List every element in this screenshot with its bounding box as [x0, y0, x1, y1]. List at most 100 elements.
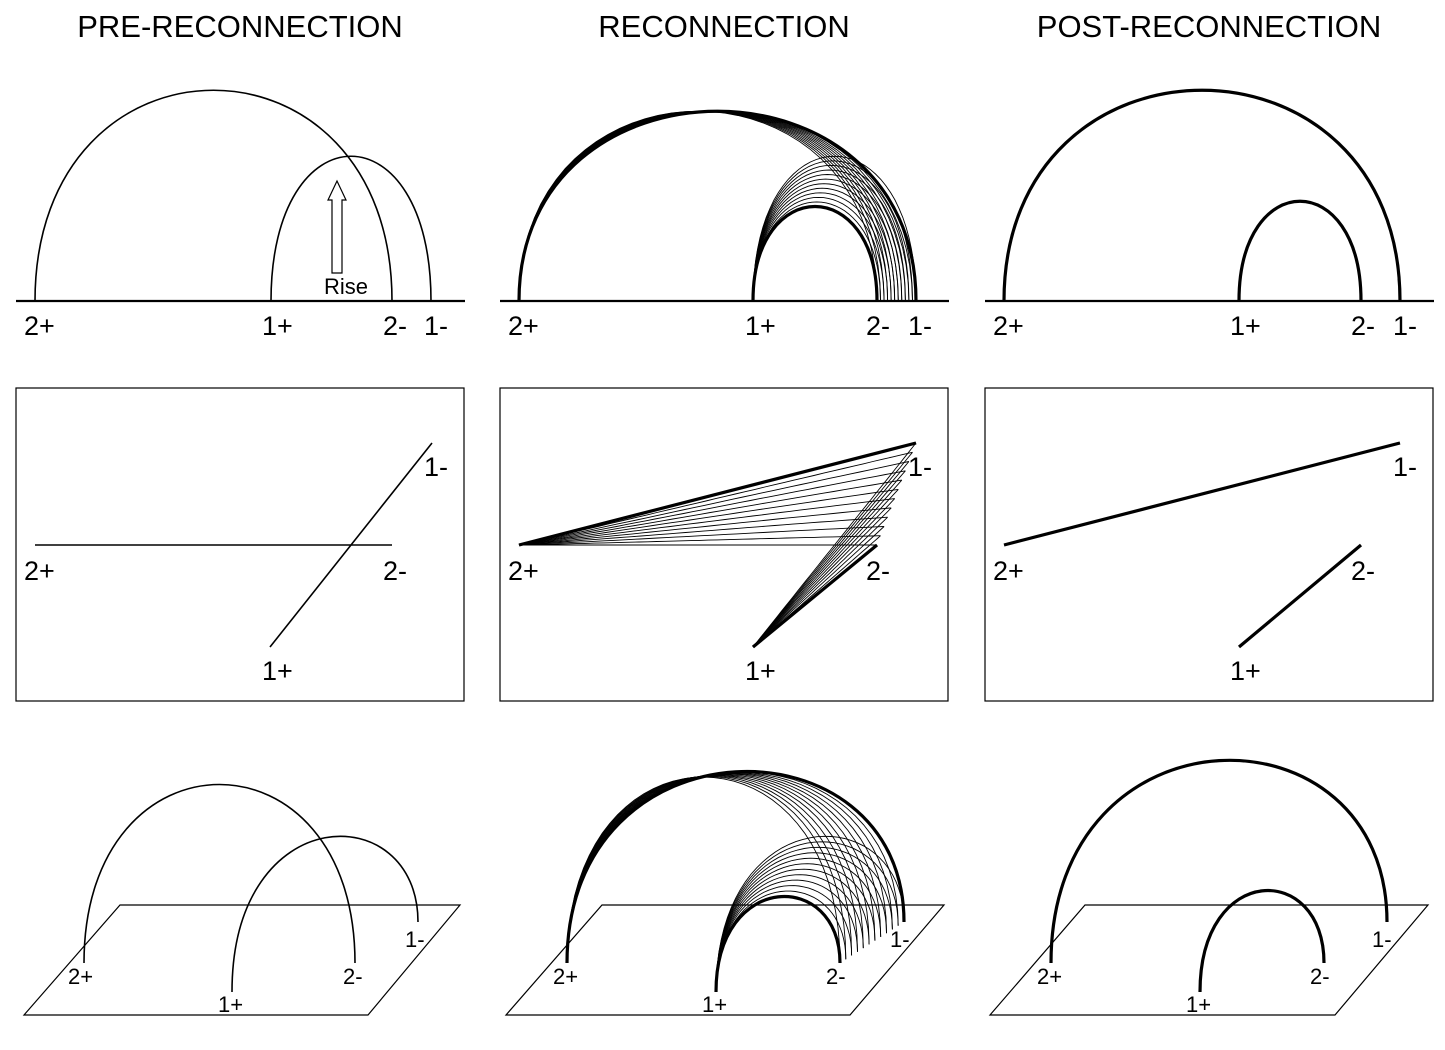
- loop-2plus-1minus: [517, 109, 918, 302]
- field-line: [715, 857, 882, 993]
- field-line: [518, 110, 899, 302]
- field-line: [518, 110, 903, 302]
- field-line: [518, 110, 906, 302]
- field-line: [518, 479, 902, 546]
- footpoint-2minus: 2-: [1310, 964, 1330, 989]
- field-line: [518, 470, 906, 546]
- panel-post-top: 2+ 1+ 2- 1-: [984, 387, 1434, 702]
- footpoint-2plus: 2+: [24, 311, 55, 341]
- panel-frame: [984, 387, 1434, 702]
- field-line: [752, 160, 913, 302]
- footpoint-2minus: 2-: [866, 311, 890, 341]
- panel-pre-side: Rise 2+ 1+ 2- 1-: [16, 89, 465, 341]
- line-1plus-1minus: [269, 442, 433, 648]
- footpoint-1minus: 1-: [908, 311, 932, 341]
- panel-post-perspective: 2+ 1+ 2- 1-: [988, 758, 1430, 1017]
- field-line: [715, 835, 905, 993]
- field-line: [752, 196, 885, 302]
- footpoint-1minus: 1-: [424, 452, 448, 482]
- loop-2plus-1minus: [1049, 758, 1389, 964]
- title-reconnection: RECONNECTION: [598, 9, 849, 44]
- field-line: [566, 771, 905, 964]
- panel-post-side: 2+ 1+ 2- 1-: [985, 88, 1434, 341]
- field-line-bundle: [518, 110, 917, 302]
- footpoint-2minus: 2-: [826, 964, 846, 989]
- footpoint-1plus: 1+: [218, 992, 243, 1017]
- loop-1plus-2minus: [1198, 888, 1326, 993]
- panel-pre-top: 2+ 1+ 2- 1-: [15, 387, 465, 702]
- footpoint-2plus: 2+: [508, 311, 539, 341]
- field-line: [752, 461, 910, 648]
- field-line: [752, 169, 906, 302]
- field-line: [752, 516, 888, 648]
- footpoint-2plus: 2+: [68, 964, 93, 989]
- field-line: [752, 498, 896, 648]
- footpoint-1plus: 1+: [262, 311, 293, 341]
- panel-frame: [499, 387, 949, 702]
- loop-1: [231, 835, 419, 993]
- field-line: [715, 841, 899, 993]
- footpoint-1plus: 1+: [745, 656, 776, 686]
- title-post-reconnection: POST-RECONNECTION: [1037, 9, 1381, 44]
- field-line: [715, 868, 870, 993]
- panel-reconnection-perspective: 2+ 1+ 2- 1-: [504, 769, 946, 1017]
- field-line: [518, 461, 909, 546]
- footpoint-2minus: 2-: [1351, 556, 1375, 586]
- loop-2plus-1minus: [565, 769, 906, 964]
- field-line: [752, 192, 889, 302]
- footpoint-1minus: 1-: [1372, 927, 1392, 952]
- footpoint-1plus: 1+: [262, 656, 293, 686]
- field-line: [715, 874, 864, 993]
- field-line: [752, 526, 885, 648]
- field-line: [518, 110, 889, 302]
- footpoint-1minus: 1-: [424, 311, 448, 341]
- footpoint-2plus: 2+: [993, 556, 1024, 586]
- footpoint-1minus: 1-: [405, 927, 425, 952]
- footpoint-1plus: 1+: [702, 992, 727, 1017]
- footpoint-2plus: 2+: [508, 556, 539, 586]
- loop-1plus-2minus: [714, 894, 842, 993]
- field-line: [518, 507, 892, 546]
- footpoint-1plus: 1+: [1230, 311, 1261, 341]
- field-line: [566, 774, 864, 964]
- footpoint-1minus: 1-: [1393, 311, 1417, 341]
- field-line-bundle: [518, 442, 917, 648]
- field-line: [566, 776, 841, 964]
- title-pre-reconnection: PRE-RECONNECTION: [77, 9, 403, 44]
- footpoint-1plus: 1+: [745, 311, 776, 341]
- field-line: [752, 187, 892, 302]
- field-line: [752, 489, 899, 648]
- panel-reconnection-side: 2+ 1+ 2- 1-: [500, 109, 949, 341]
- footpoint-2plus: 2+: [1037, 964, 1062, 989]
- field-line: [715, 879, 858, 993]
- field-line: [518, 498, 895, 546]
- line-2plus-1minus: [1003, 441, 1401, 547]
- loop-2plus-1minus: [1002, 88, 1402, 302]
- plane: [504, 904, 946, 1016]
- footpoint-1minus: 1-: [890, 927, 910, 952]
- field-line: [518, 110, 913, 302]
- footpoint-2plus: 2+: [24, 556, 55, 586]
- loop-2: [34, 89, 393, 302]
- footpoint-2minus: 2-: [1351, 311, 1375, 341]
- field-line: [518, 110, 910, 302]
- field-line: [518, 488, 899, 546]
- field-line: [566, 773, 876, 964]
- plane: [22, 904, 462, 1016]
- footpoint-1plus: 1+: [1230, 656, 1261, 686]
- field-line: [752, 155, 917, 302]
- field-line: [752, 183, 896, 302]
- panel-reconnection-top: 2+ 1+ 2- 1-: [499, 387, 949, 702]
- line-1plus-2minus: [1237, 543, 1363, 649]
- footpoint-1minus: 1-: [1393, 452, 1417, 482]
- line-1plus-2minus: [751, 543, 879, 649]
- field-line: [715, 863, 876, 993]
- field-line: [566, 776, 847, 964]
- rise-label: Rise: [324, 274, 368, 299]
- field-line: [752, 507, 892, 648]
- line-2plus-1minus: [518, 441, 917, 547]
- loop-1plus-2minus: [751, 204, 879, 302]
- field-line: [752, 442, 917, 648]
- loop-1: [270, 155, 432, 302]
